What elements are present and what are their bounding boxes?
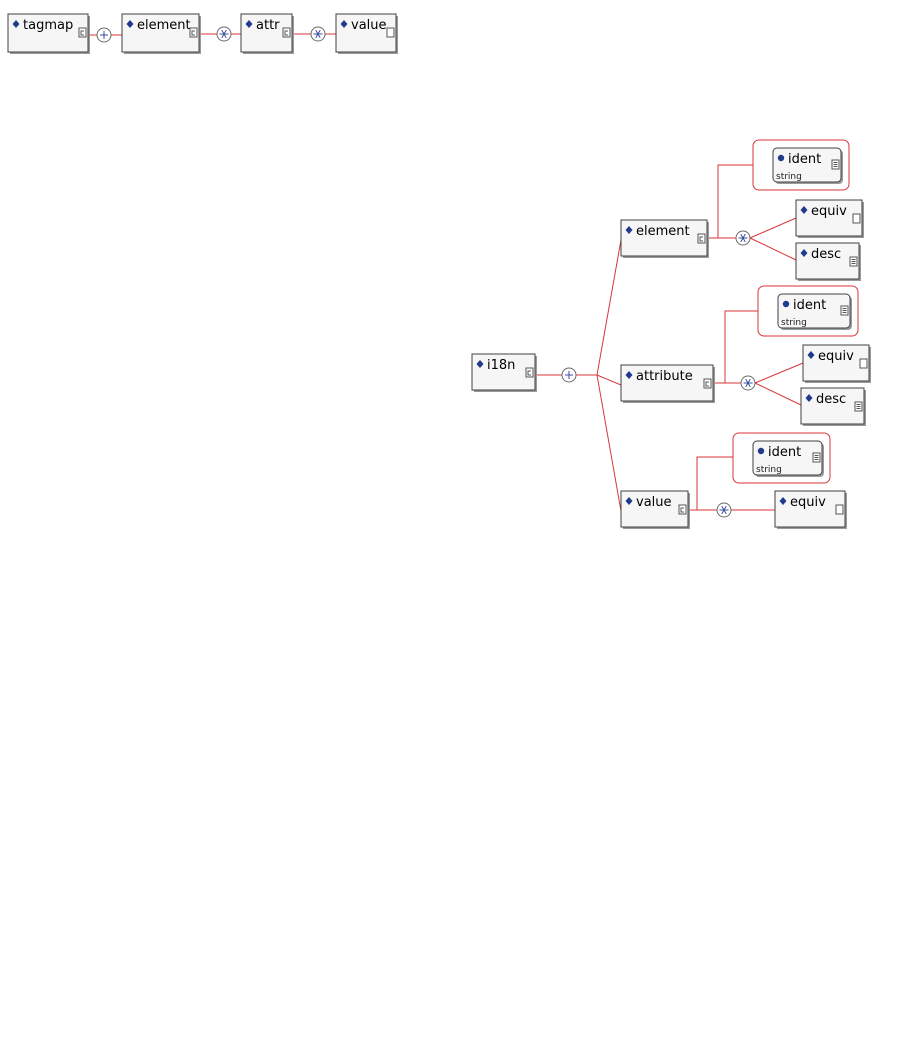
tree_diagram-link-3 (576, 375, 621, 511)
complex-type-icon (79, 28, 86, 37)
node-label: equiv (790, 495, 826, 510)
top_diagram-node-value[interactable]: value (336, 14, 398, 54)
simple-content-icon (841, 306, 848, 315)
all-compositor-el_all[interactable] (736, 231, 750, 245)
tree_diagram-link-12 (688, 457, 733, 510)
tree_diagram-node-va_ident[interactable]: ident string (733, 433, 830, 483)
all-compositor-c3[interactable] (311, 27, 325, 41)
node-label: value (351, 18, 387, 33)
attribute-type: string (781, 318, 807, 328)
node-label: equiv (811, 204, 847, 219)
compositors (97, 27, 755, 517)
tree_diagram-node-at_ident[interactable]: ident string (758, 286, 858, 336)
node-label: equiv (818, 349, 854, 364)
tree_diagram-link-8 (713, 311, 758, 383)
empty-content-icon (853, 214, 860, 223)
attribute-label: ident (768, 445, 801, 460)
sequence-compositor-c1[interactable] (97, 28, 111, 42)
bullet-icon (778, 155, 784, 161)
node-label: element (636, 224, 690, 239)
tree_diagram-node-attribute[interactable]: attribute (621, 365, 715, 403)
simple-content-icon (850, 257, 857, 266)
node-label: i18n (487, 358, 515, 373)
node-label: element (137, 18, 191, 33)
simple-content-icon (813, 453, 820, 462)
tree_diagram-node-at_desc[interactable]: desc (801, 388, 866, 426)
attribute-type: string (756, 465, 782, 475)
tree_diagram-link-7 (750, 238, 796, 260)
all-compositor-at_all[interactable] (741, 376, 755, 390)
tree_diagram-link-10 (755, 363, 803, 383)
tree_diagram-link-11 (755, 383, 801, 405)
simple-content-icon (855, 402, 862, 411)
all-compositor-va_all[interactable] (717, 503, 731, 517)
sequence-compositor-root_seq[interactable] (562, 368, 576, 382)
bullet-icon (783, 301, 789, 307)
tree_diagram-node-value[interactable]: value (621, 491, 690, 529)
empty-content-icon (387, 28, 394, 37)
tree_diagram-node-va_equiv[interactable]: equiv (775, 491, 847, 529)
tree_diagram-link-1 (576, 240, 621, 375)
tree_diagram-node-el_desc[interactable]: desc (796, 243, 861, 281)
tree_diagram-node-el_equiv[interactable]: equiv (796, 200, 864, 238)
attribute-type: string (776, 172, 802, 182)
top_diagram-node-attr[interactable]: attr (241, 14, 294, 54)
node-label: tagmap (23, 18, 73, 33)
attribute-label: ident (788, 152, 821, 167)
node-label: desc (816, 392, 846, 407)
attribute-label: ident (793, 298, 826, 313)
schema-nodes: tagmap element attr value i18n element attribu… (8, 14, 871, 529)
bullet-icon (758, 448, 764, 454)
tree_diagram-link-4 (707, 165, 753, 238)
connector-lines (88, 34, 803, 511)
complex-type-icon (526, 368, 533, 377)
empty-content-icon (836, 505, 843, 514)
node-label: desc (811, 247, 841, 262)
tree_diagram-node-element[interactable]: element (621, 220, 709, 258)
complex-type-icon (283, 28, 290, 37)
tree_diagram-node-el_ident[interactable]: ident string (753, 140, 849, 190)
complex-type-icon (679, 505, 686, 514)
all-compositor-c2[interactable] (217, 27, 231, 41)
tree_diagram-node-i18n[interactable]: i18n (472, 354, 537, 392)
complex-type-icon (698, 234, 705, 243)
tree_diagram-link-6 (750, 218, 796, 238)
top_diagram-node-tagmap[interactable]: tagmap (8, 14, 90, 54)
empty-content-icon (860, 359, 867, 368)
tree_diagram-node-at_equiv[interactable]: equiv (803, 345, 871, 383)
node-label: attr (256, 18, 280, 33)
complex-type-icon (190, 28, 197, 37)
top_diagram-node-element[interactable]: element (122, 14, 201, 54)
simple-content-icon (832, 160, 839, 169)
complex-type-icon (704, 379, 711, 388)
node-label: value (636, 495, 672, 510)
node-label: attribute (636, 369, 693, 384)
